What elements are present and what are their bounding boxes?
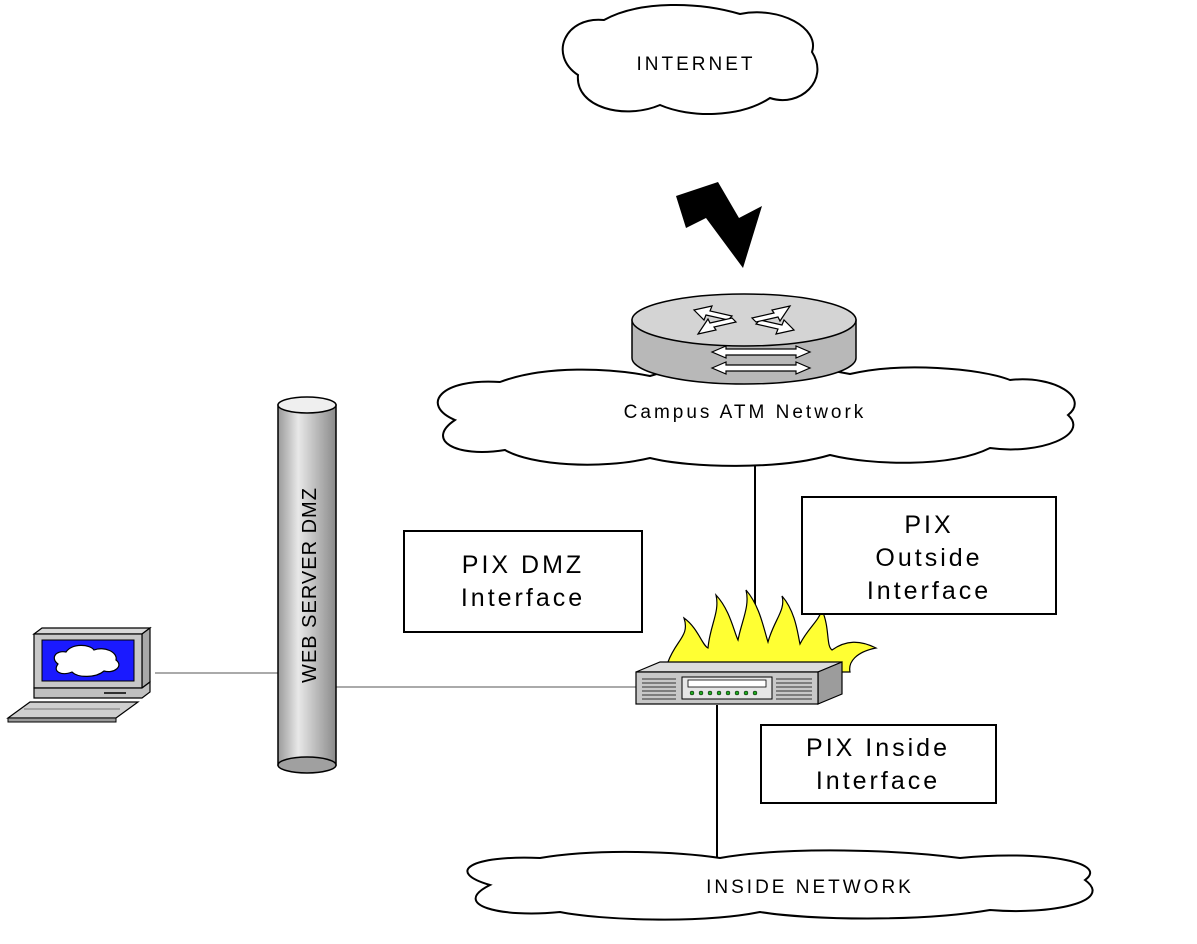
callout-pix-dmz: PIX DMZ Interface: [403, 530, 643, 633]
internet-label: INTERNET: [637, 54, 756, 75]
computer-icon: [6, 626, 152, 723]
callout-pix-outside-line1: PIX: [904, 511, 953, 539]
pix-firewall-icon: [635, 589, 878, 705]
campus-atm-cloud: Campus ATM Network: [436, 363, 1076, 467]
callout-pix-outside-line3: Interface: [867, 577, 991, 605]
wan-lightning-icon: [676, 182, 762, 268]
callout-pix-outside-line2: Outside: [875, 544, 982, 572]
callout-pix-inside-line2: Interface: [816, 767, 940, 795]
callout-pix-inside: PIX Inside Interface: [760, 724, 997, 804]
callout-pix-dmz-line2: Interface: [461, 584, 585, 612]
internet-cloud: INTERNET: [561, 4, 819, 116]
router-icon: [631, 293, 857, 385]
firewall-flame-icon: [667, 589, 878, 673]
dmz-segment-tube: WEB SERVER DMZ: [277, 396, 337, 774]
inside-network-label: INSIDE NETWORK: [706, 877, 914, 898]
campus-atm-label: Campus ATM Network: [624, 402, 867, 423]
callout-pix-dmz-line1: PIX DMZ: [462, 551, 584, 579]
callout-pix-outside: PIX Outside Interface: [801, 496, 1057, 615]
inside-network-cloud: INSIDE NETWORK: [466, 849, 1094, 921]
dmz-segment-label: WEB SERVER DMZ: [299, 487, 321, 683]
callout-pix-inside-line1: PIX Inside: [806, 734, 950, 762]
screen-cloud-icon: [53, 644, 120, 677]
